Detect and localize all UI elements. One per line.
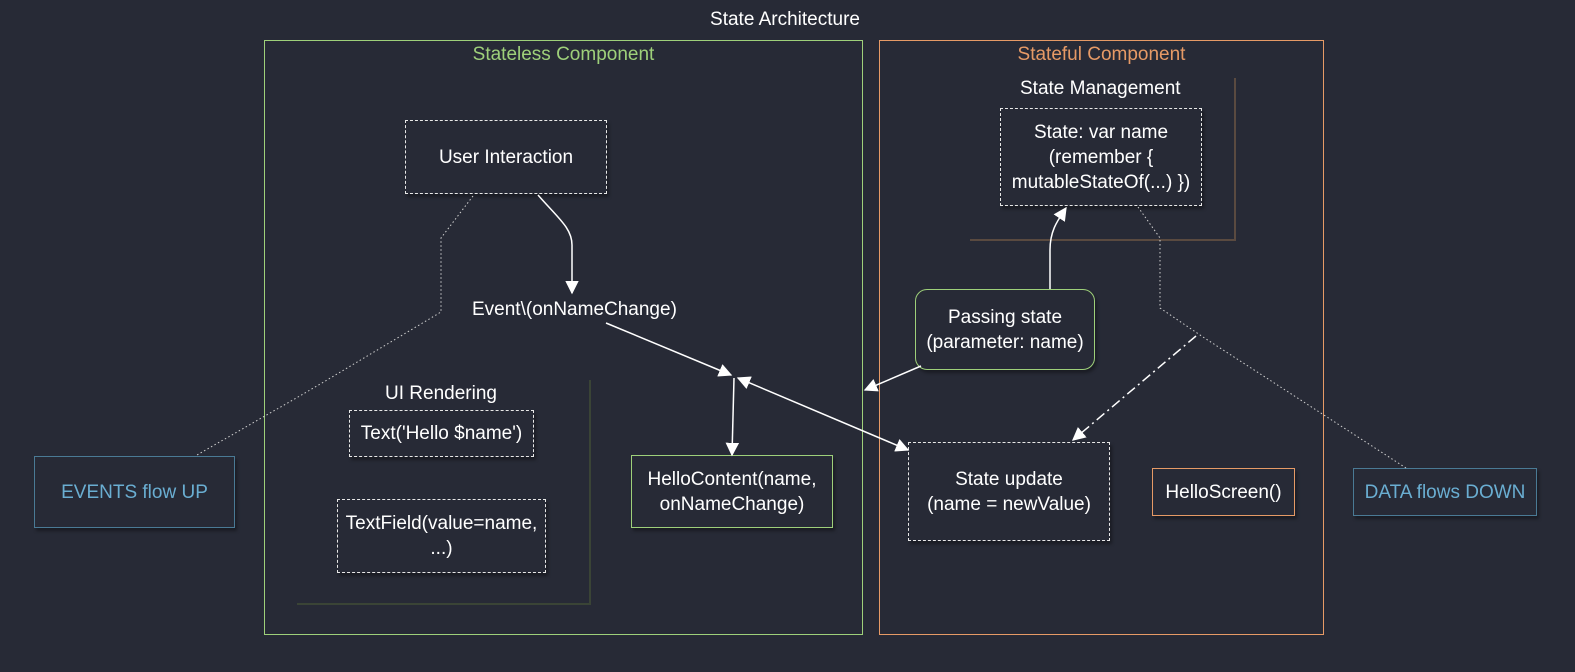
stateful-component-frame bbox=[879, 40, 1324, 635]
hello-content-node: HelloContent(name, onNameChange) bbox=[631, 455, 833, 528]
passing-state-label-line2: (parameter: name) bbox=[926, 331, 1084, 353]
state-var-node: State: var name (remember { mutableState… bbox=[1000, 108, 1202, 206]
stateless-component-frame bbox=[264, 40, 863, 635]
events-flow-up-note: EVENTS flow UP bbox=[34, 456, 235, 528]
events-flow-up-label: EVENTS flow UP bbox=[61, 481, 208, 503]
edge-user-interaction-to-event bbox=[537, 194, 579, 295]
edge-passing-state-to-stateless bbox=[863, 365, 922, 392]
stateful-component-title: Stateful Component bbox=[1017, 44, 1186, 65]
user-interaction-node: User Interaction bbox=[405, 120, 607, 194]
textfield-label-line2: ...) bbox=[430, 538, 453, 559]
hello-screen-label: HelloScreen() bbox=[1165, 481, 1282, 503]
state-update-node: State update (name = newValue) bbox=[908, 442, 1110, 541]
state-management-group bbox=[970, 78, 1236, 241]
edge-junction-to-hello-content bbox=[725, 377, 740, 457]
text-hello-node: Text('Hello $name') bbox=[349, 410, 534, 457]
state-update-label-line1: State update bbox=[955, 468, 1063, 490]
ui-rendering-title: UI Rendering bbox=[385, 383, 497, 404]
textfield-node: TextField(value=name, ...) bbox=[337, 499, 546, 573]
event-on-name-change-label: Event\(onNameChange) bbox=[472, 299, 677, 320]
state-management-title: State Management bbox=[1020, 78, 1181, 99]
state-var-label-line2: (remember { bbox=[1048, 146, 1154, 168]
data-flows-down-note: DATA flows DOWN bbox=[1353, 468, 1537, 516]
events-note-connector bbox=[196, 195, 474, 456]
stateless-component-title: Stateless Component bbox=[472, 44, 655, 65]
hello-screen-node: HelloScreen() bbox=[1152, 468, 1295, 516]
state-var-label-line3: mutableStateOf(...) }) bbox=[1011, 171, 1191, 193]
state-var-label-line1: State: var name bbox=[1033, 121, 1169, 143]
ui-rendering-group bbox=[297, 380, 591, 605]
text-hello-label: Text('Hello $name') bbox=[360, 423, 523, 444]
passing-state-node: Passing state (parameter: name) bbox=[915, 289, 1095, 370]
edge-junction-to-state-update bbox=[736, 376, 910, 452]
hello-content-label-line1: HelloContent(name, bbox=[647, 468, 817, 490]
edge-event-to-junction bbox=[605, 322, 733, 377]
user-interaction-label: User Interaction bbox=[438, 146, 574, 168]
data-flows-down-label: DATA flows DOWN bbox=[1364, 481, 1526, 503]
edge-passing-state-to-state-var bbox=[1049, 206, 1067, 289]
hello-content-label-line2: onNameChange) bbox=[659, 493, 805, 515]
textfield-label-line1: TextField(value=name, bbox=[345, 513, 538, 534]
data-note-connector bbox=[1137, 206, 1407, 469]
state-update-label-line2: (name = newValue) bbox=[927, 493, 1091, 515]
passing-state-label-line1: Passing state bbox=[947, 306, 1063, 328]
diagram-title: State Architecture bbox=[710, 9, 860, 30]
edge-data-to-state-update bbox=[1071, 335, 1197, 441]
